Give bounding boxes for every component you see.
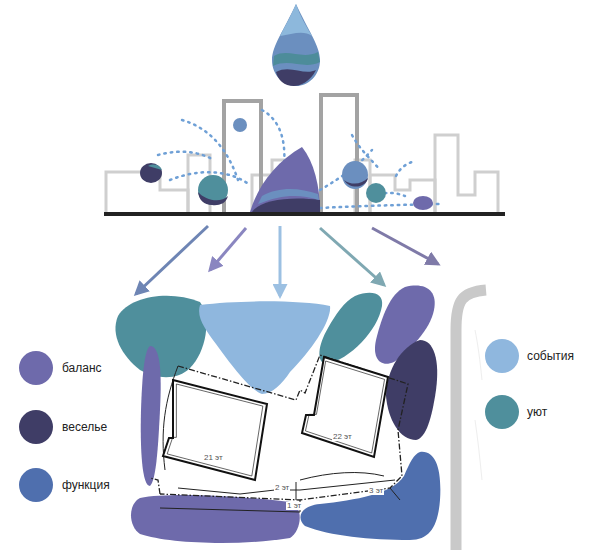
floor-label: 3 эт xyxy=(368,487,384,495)
legend-swatch xyxy=(19,468,53,502)
legend-swatch xyxy=(19,410,53,444)
legend-swatch xyxy=(19,351,53,385)
legend-swatch xyxy=(485,395,519,429)
legend-text: баланс xyxy=(62,362,102,374)
floor-count: 21 эт xyxy=(203,454,224,462)
building-shape xyxy=(302,357,388,457)
legend-text: уют xyxy=(527,406,547,418)
floor-label: 1 эт xyxy=(286,502,302,510)
legend-text: веселье xyxy=(62,421,107,433)
legend-swatch xyxy=(485,339,519,373)
floor-count: 22 эт xyxy=(332,433,353,441)
floor-label: 2 эт xyxy=(274,484,290,492)
building-outline: 21 эт xyxy=(163,380,267,480)
building-outline: 22 эт xyxy=(302,357,388,457)
legend-text: функция xyxy=(62,479,110,491)
legend-text: события xyxy=(527,350,574,362)
building-shape xyxy=(163,380,267,480)
